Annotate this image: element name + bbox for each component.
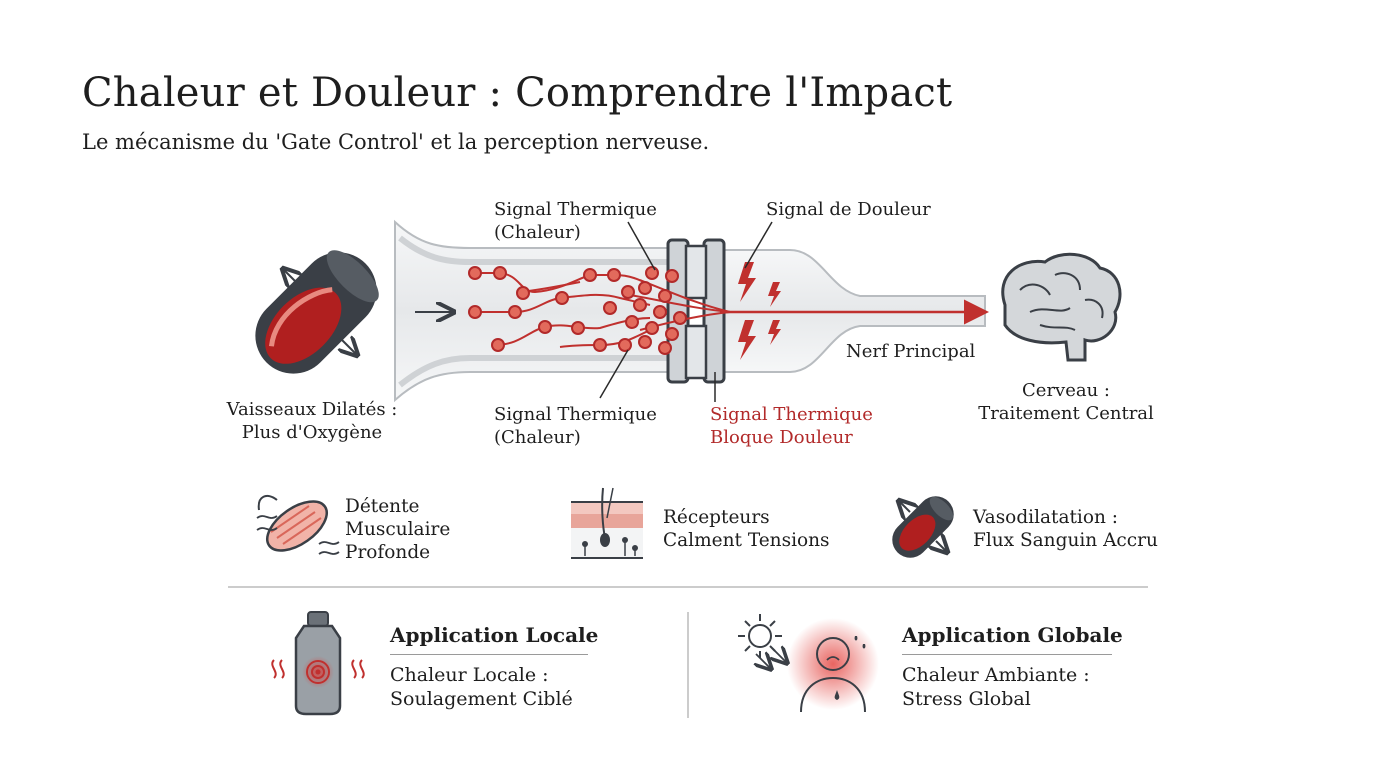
brain-icon — [1001, 252, 1122, 362]
brain-label-line2: Traitement Central — [978, 403, 1154, 424]
app-global-title: Application Globale — [902, 623, 1123, 647]
app-global-line2: Stress Global — [902, 688, 1031, 710]
thermal-signal-bottom-label: Signal Thermique (Chaleur) — [494, 403, 657, 449]
feature-receptors-line1: Récepteurs — [663, 507, 770, 528]
thermal-bottom-line1: Signal Thermique — [494, 404, 657, 425]
feature-receptors: Récepteurs Calment Tensions — [663, 506, 830, 552]
app-global-divider — [902, 654, 1112, 655]
pain-signal-label: Signal de Douleur — [766, 199, 931, 220]
thermal-top-line1: Signal Thermique — [494, 199, 657, 220]
thermal-nodes — [468, 266, 687, 355]
page-subtitle: Le mécanisme du 'Gate Control' et la per… — [82, 130, 710, 154]
brain-label-line1: Cerveau : — [1022, 380, 1110, 401]
thermal-signal-top-label: Signal Thermique (Chaleur) — [494, 198, 657, 244]
feature-vaso-line2: Flux Sanguin Accru — [973, 530, 1158, 551]
thermal-top-line2: (Chaleur) — [494, 222, 581, 243]
app-local-line1: Chaleur Locale : — [390, 664, 549, 686]
page-title: Chaleur et Douleur : Comprendre l'Impact — [82, 70, 953, 116]
feature-muscle: Détente Musculaire Profonde — [345, 495, 450, 564]
thermal-bottom-line2: (Chaleur) — [494, 427, 581, 448]
app-global-desc: Chaleur Ambiante : Stress Global — [902, 663, 1090, 711]
hot-water-bottle-icon — [271, 611, 365, 716]
feature-receptors-line2: Calment Tensions — [663, 530, 830, 551]
heat-stress-person-icon — [787, 618, 879, 713]
pain-bolt-icons — [738, 262, 781, 360]
leader-lines — [599, 221, 773, 402]
app-local-line2: Soulagement Ciblé — [390, 688, 573, 710]
vessel-label-line2: Plus d'Oxygène — [241, 422, 383, 443]
vessel-label-line1: Vaisseaux Dilatés : — [226, 399, 398, 420]
skin-receptor-icon — [571, 487, 643, 559]
block-label: Signal Thermique Bloque Douleur — [710, 403, 873, 449]
vessel-label: Vaisseaux Dilatés : Plus d'Oxygène — [226, 398, 398, 444]
muscle-icon — [256, 494, 340, 555]
dilated-vessel-icon — [255, 250, 379, 374]
brain-label: Cerveau : Traitement Central — [976, 379, 1156, 425]
app-local-title: Application Locale — [390, 623, 599, 647]
block-label-line1: Signal Thermique — [710, 404, 873, 425]
feature-muscle-line3: Profonde — [345, 542, 431, 563]
feature-vaso-line1: Vasodilatation : — [973, 507, 1119, 528]
block-label-line2: Bloque Douleur — [710, 427, 853, 448]
feature-muscle-line2: Musculaire — [345, 519, 451, 540]
app-global-line1: Chaleur Ambiante : — [902, 664, 1090, 686]
feature-muscle-line1: Détente — [345, 496, 420, 517]
vessel-icon — [892, 496, 954, 558]
app-local-divider — [390, 654, 588, 655]
main-nerve-label: Nerf Principal — [846, 341, 976, 362]
app-local-desc: Chaleur Locale : Soulagement Ciblé — [390, 663, 573, 711]
feature-vasodilatation: Vasodilatation : Flux Sanguin Accru — [973, 506, 1158, 552]
